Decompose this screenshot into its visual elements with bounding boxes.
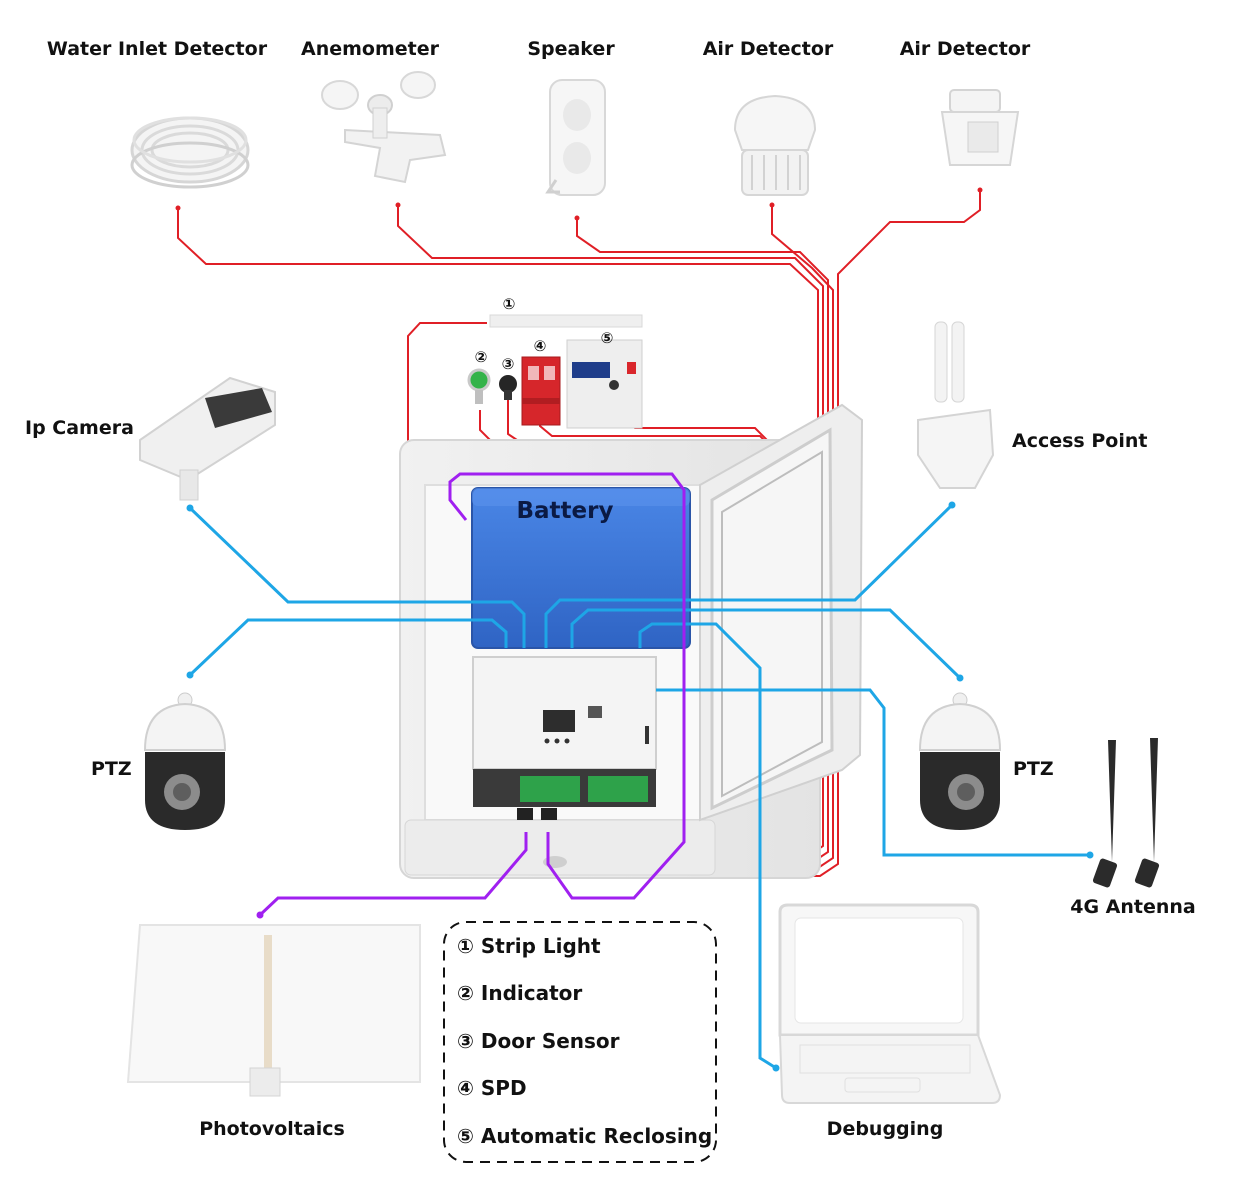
controller bbox=[472, 656, 657, 820]
spd bbox=[521, 356, 561, 426]
speaker-label: Speaker bbox=[527, 38, 615, 60]
legend: ① Strip Light ② Indicator ③ Door Sensor … bbox=[443, 921, 717, 1163]
legend-item-1: ① Strip Light bbox=[457, 934, 601, 958]
ip-camera-image bbox=[139, 376, 276, 501]
anemometer-image bbox=[321, 71, 447, 184]
legend-item-4: ④ SPD bbox=[457, 1076, 527, 1100]
legend-item-5: ⑤ Automatic Reclosing bbox=[457, 1124, 712, 1148]
water-inlet-detector-image bbox=[130, 116, 250, 189]
legend-item-3: ③ Door Sensor bbox=[457, 1029, 620, 1053]
automatic-reclosing bbox=[566, 339, 643, 429]
speaker-image bbox=[545, 79, 606, 196]
air-detector-image-1 bbox=[733, 94, 817, 196]
network-wiring bbox=[188, 503, 1090, 1070]
marker-2: ② bbox=[475, 348, 488, 366]
marker-3: ③ bbox=[502, 355, 515, 373]
debugging-label: Debugging bbox=[827, 1118, 944, 1140]
antenna-image bbox=[1092, 738, 1160, 888]
photovoltaics-label: Photovoltaics bbox=[199, 1118, 345, 1140]
marker-1: ① bbox=[503, 295, 516, 313]
door-sensor bbox=[499, 375, 517, 400]
battery: Battery bbox=[471, 487, 691, 649]
laptop-image bbox=[778, 903, 1002, 1104]
air-detector-label-1: Air Detector bbox=[703, 38, 834, 60]
marker-4: ④ bbox=[534, 337, 547, 355]
ptz-right-label: PTZ bbox=[1013, 758, 1054, 780]
power-wiring bbox=[258, 472, 686, 917]
water-inlet-detector-label: Water Inlet Detector bbox=[47, 38, 268, 60]
legend-item-2: ② Indicator bbox=[457, 981, 582, 1005]
battery-label: Battery bbox=[517, 498, 614, 524]
air-detector-image-2 bbox=[940, 89, 1020, 166]
access-point-label: Access Point bbox=[1012, 430, 1147, 452]
photovoltaics-image bbox=[126, 924, 421, 1097]
ip-camera-label: Ip Camera bbox=[25, 417, 134, 439]
ptz-left-label: PTZ bbox=[91, 758, 132, 780]
marker-5: ⑤ bbox=[601, 329, 614, 347]
ptz-right-image bbox=[918, 692, 1002, 830]
anemometer-label: Anemometer bbox=[301, 38, 440, 60]
access-point-image bbox=[917, 321, 995, 489]
indicator bbox=[467, 368, 491, 404]
strip-light bbox=[489, 314, 643, 328]
air-detector-label-2: Air Detector bbox=[900, 38, 1031, 60]
ptz-left-image bbox=[143, 692, 227, 830]
antenna-label: 4G Antenna bbox=[1070, 896, 1196, 918]
